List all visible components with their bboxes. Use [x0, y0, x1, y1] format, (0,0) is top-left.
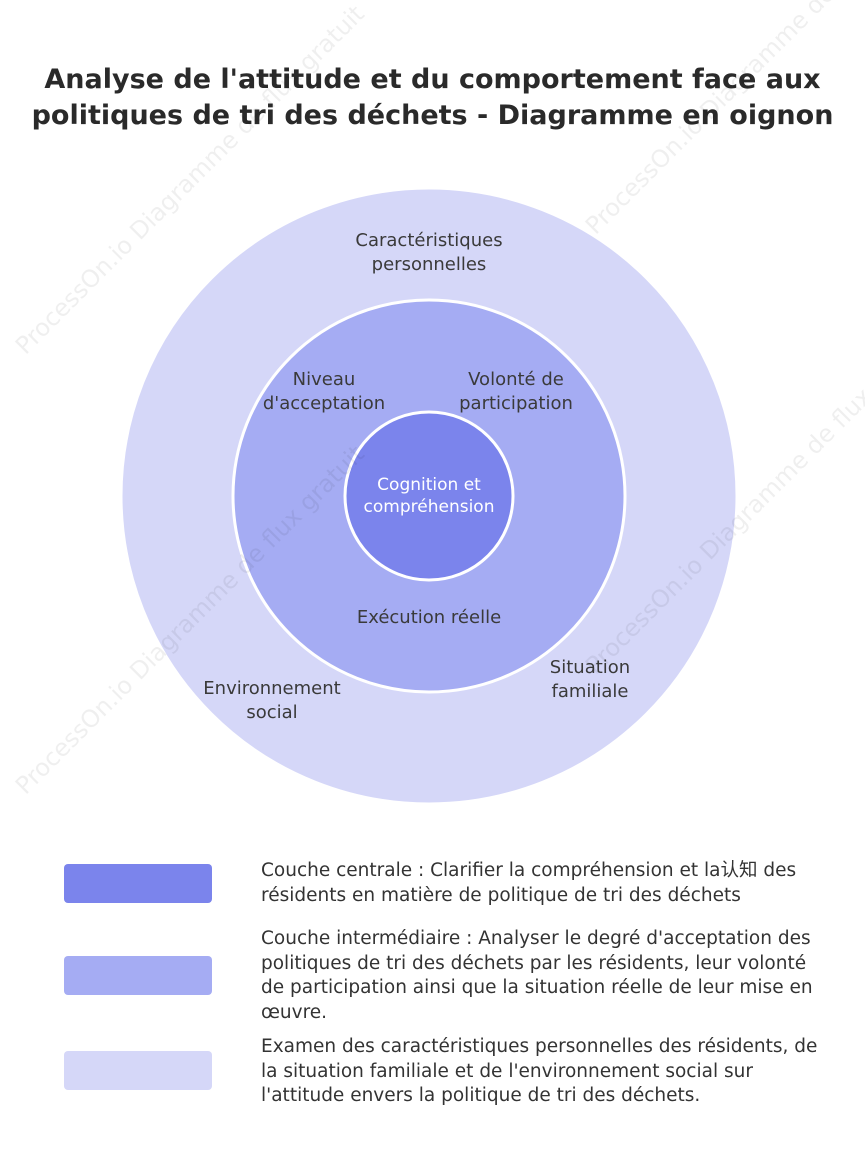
legend-text-line: Couche intermédiaire : Analyser le degré… [261, 928, 811, 949]
legend-text-line: Examen des caractéristiques personnelles… [261, 1036, 818, 1057]
outer-label-line: familiale [551, 681, 629, 702]
outer-label-family-situation: Situation familiale [550, 656, 630, 704]
legend-text-line: l'attitude envers la politique de tri de… [261, 1085, 701, 1106]
middle-label-participation-willingness: Volonté de participation [459, 368, 573, 416]
middle-label-line: Exécution réelle [356, 607, 502, 628]
legend-swatch-core [64, 864, 212, 903]
core-ring [343, 410, 515, 582]
outer-label-line: Environnement [203, 678, 341, 699]
outer-label-social-environment: Environnement social [203, 677, 340, 725]
middle-label-line: d'acceptation [262, 393, 386, 414]
legend-text-line: œuvre. [261, 1001, 328, 1023]
outer-label-personal-characteristics: Caractéristiques personnelles [355, 229, 502, 277]
diagram-title-line-2: politiques de tri des déchets - Diagramm… [31, 100, 834, 131]
legend-text-line: la situation familiale et de l'environne… [261, 1060, 753, 1082]
legend-text-outer: Examen des caractéristiques personnelles… [261, 1035, 831, 1109]
legend-swatch-outer [64, 1051, 212, 1090]
outer-label-line: Caractéristiques [355, 230, 503, 251]
legend-text-line: de participation ainsi que la situation … [261, 977, 813, 998]
middle-label-line: participation [459, 393, 573, 414]
legend-text-line: politiques de tri des déchets par les ré… [261, 952, 807, 974]
outer-label-line: social [246, 702, 298, 723]
legend-swatch-middle [64, 956, 212, 995]
legend-text-line: résidents en matière de politique de tri… [261, 884, 741, 906]
outer-label-line: personnelles [371, 254, 487, 275]
middle-label-acceptance-level: Niveau d'acceptation [263, 368, 385, 416]
middle-label-actual-execution: Exécution réelle [357, 606, 501, 630]
diagram-title: Analyse de l'attitude et du comportement… [0, 62, 865, 134]
core-label-line: Cognition et [377, 475, 481, 495]
core-label-cognition: Cognition et compréhension [364, 474, 495, 518]
outer-label-line: Situation [549, 657, 631, 678]
legend-text-core: Couche centrale : Clarifier la compréhen… [261, 859, 831, 908]
core-label-line: compréhension [363, 497, 495, 517]
legend-text-line: Couche centrale : Clarifier la compréhen… [261, 860, 797, 881]
diagram-title-line-1: Analyse de l'attitude et du comportement… [44, 64, 821, 95]
middle-label-line: Volonté de [468, 369, 564, 390]
legend-text-middle: Couche intermédiaire : Analyser le degré… [261, 927, 831, 1025]
middle-label-line: Niveau [292, 369, 356, 390]
